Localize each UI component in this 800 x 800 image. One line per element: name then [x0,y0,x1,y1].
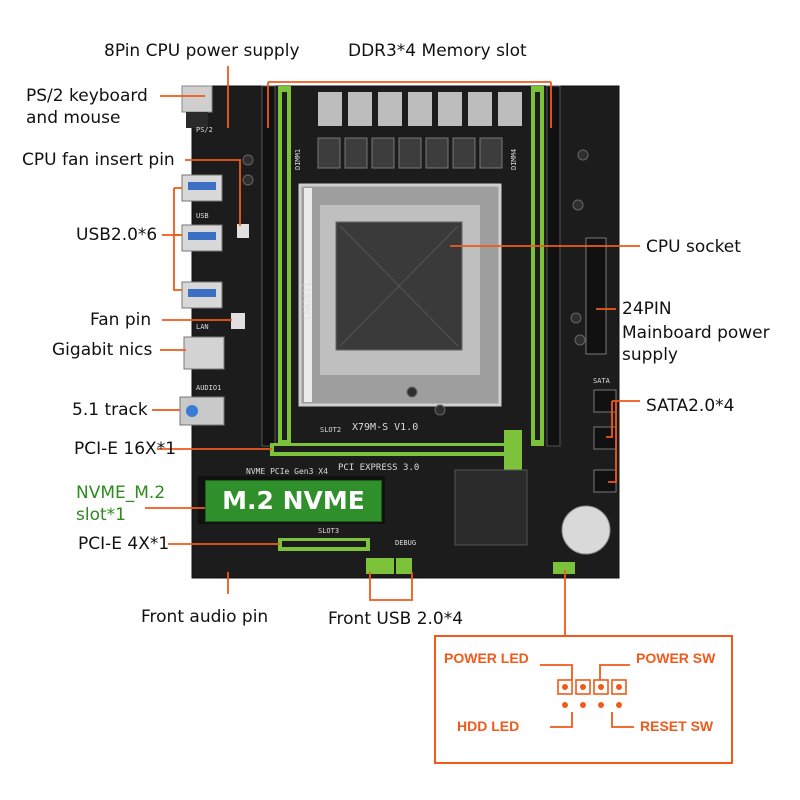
silk-lan: LAN [196,323,209,331]
silk-pcie: PCI EXPRESS 3.0 [338,463,419,473]
cmos-battery [561,505,611,555]
vrm-chokes [317,92,522,169]
label-power-led: POWER LED [444,650,529,666]
silk-ps2: PS/2 [196,126,213,134]
label-power-sw: POWER SW [636,650,716,666]
label-reset-sw: RESET SW [640,718,714,734]
label-nvme-line1: NVME_M.2 [76,483,166,503]
sys-fan-header [231,313,245,329]
label-usb20: USB2.0*6 [76,225,158,245]
silk-nvme: NVME PCIe Gen3 X4 [246,467,328,476]
label-nvme-line2: slot*1 [76,505,126,525]
label-front-usb: Front USB 2.0*4 [328,609,464,629]
silk-dimm4: DIMM4 [510,149,518,170]
silk-slot3: SLOT3 [318,527,339,535]
label-cpu-fan: CPU fan insert pin [22,150,175,170]
atx-24pin-connector [585,237,607,355]
front-usb-header-1 [366,558,394,574]
chipset-heatsink [454,469,528,546]
front-panel-header [553,562,575,574]
dimm-slot-1 [261,85,276,447]
silk-dimm1: DIMM1 [294,149,302,170]
label-pcie4: PCI-E 4X*1 [78,534,170,554]
dimm-slot-4 [546,85,561,447]
label-cpu-power: 8Pin CPU power supply [104,41,300,61]
label-front-audio: Front audio pin [141,607,269,627]
label-cpu-socket: CPU socket [646,237,741,257]
front-panel-detail-box [434,635,733,764]
capacitors [242,149,589,416]
sata-connector-3 [593,469,617,493]
label-ddr3: DDR3*4 Memory slot [348,41,527,61]
label-24pin-line2: Mainboard power [622,323,770,343]
label-ps2-line1: PS/2 keyboard [26,86,148,106]
silk-sata: SATA [593,377,611,385]
label-fan-pin: Fan pin [90,310,152,330]
label-pcie16: PCI-E 16X*1 [74,439,177,459]
label-track51: 5.1 track [72,400,148,420]
label-24pin-line3: supply [622,345,678,365]
silk-slot2: SLOT2 [320,426,341,434]
pin-header-diagram [540,664,634,728]
silk-model: X79M-S V1.0 [352,422,418,433]
lan-port [183,336,225,370]
silk-socket: LGA2011 [303,282,313,320]
silk-audio: AUDIO1 [196,384,221,392]
silk-usb: USB [196,212,209,220]
label-ps2-line2: and mouse [26,108,121,128]
leader-lines [145,66,640,636]
cpu-fan-header [237,224,249,238]
silk-debug: DEBUG [395,539,416,547]
m2-nvme-badge: M.2 NVME [205,480,382,522]
label-gigabit: Gigabit nics [52,340,153,360]
label-24pin-line1: 24PIN [622,299,672,319]
front-usb-header-2 [396,558,412,574]
label-sata: SATA2.0*4 [646,396,735,416]
ps2-port [181,85,213,113]
label-hdd-led: HDD LED [457,718,520,734]
